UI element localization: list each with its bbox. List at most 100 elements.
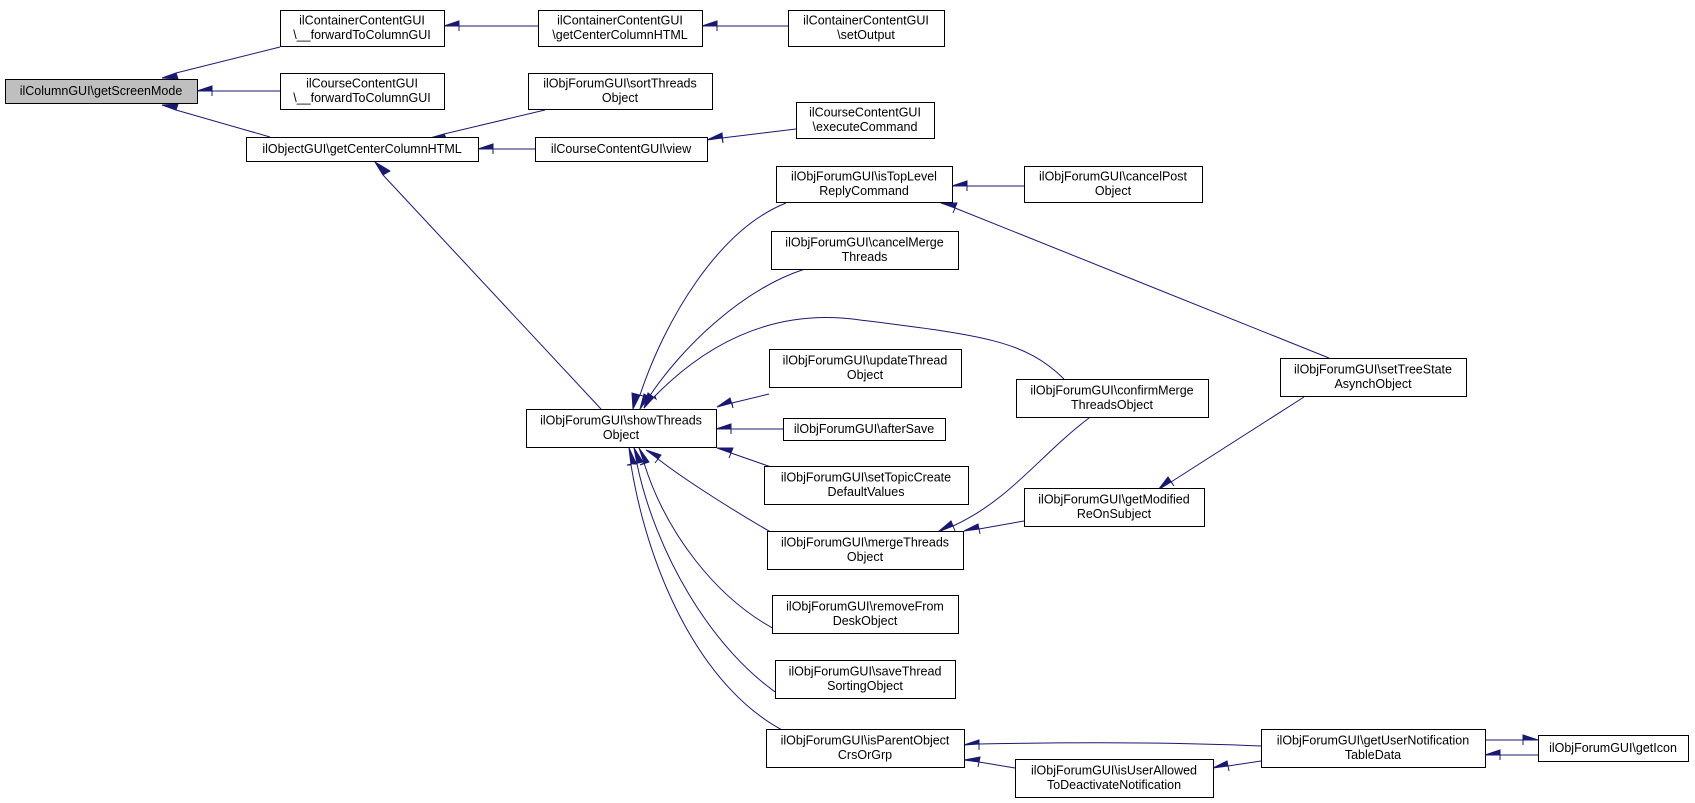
edge-arrowhead (161, 103, 179, 111)
node-box (1024, 488, 1205, 527)
edge-arrowhead (706, 132, 724, 144)
node-root[interactable]: ilColumnGUI\getScreenMode (5, 79, 198, 104)
node-label-line: ToDeactivateNotification (1047, 778, 1181, 792)
node-label-line: ilCourseContentGUI (306, 77, 418, 91)
edge-line (730, 452, 775, 469)
node-label-line: AsynchObject (1334, 377, 1412, 391)
node-box (1261, 729, 1486, 768)
node-label-line: ilObjForumGUI\setTopicCreate (781, 471, 951, 485)
edge-line (636, 463, 785, 699)
call-edge-cc_setout-to-cc_center (701, 20, 788, 31)
node-label-line: CrsOrGrp (838, 748, 892, 762)
node-obj-center[interactable]: ilObjectGUI\getCenterColumnHTML (246, 137, 479, 162)
node-cc-fwd[interactable]: ilContainerContentGUI\__forwardToColumnG… (280, 10, 445, 47)
edge-arrowhead (645, 449, 662, 464)
node-label-line: ilObjForumGUI\afterSave (794, 422, 934, 436)
node-box (1538, 735, 1689, 762)
edge-arrowhead (374, 161, 391, 176)
node-label-line: ilObjForumGUI\isUserAllowed (1031, 764, 1197, 778)
node-box (1016, 379, 1209, 418)
node-label-line: \setOutput (837, 28, 895, 42)
edge-arrowhead (1522, 734, 1539, 745)
node-label-line: ilObjForumGUI\updateThread (783, 354, 948, 368)
edge-line (657, 458, 784, 540)
node-label-line: ilObjForumGUI\mergeThreads (781, 536, 949, 550)
edge-arrowhead (1484, 749, 1501, 760)
call-edge-getusernotif-to-isparent (963, 739, 1262, 750)
node-box (280, 73, 445, 110)
call-edge-obj_center-to-root (161, 103, 271, 138)
edge-line (978, 761, 1016, 769)
node-getusernotif[interactable]: ilObjForumGUI\getUserNotificationTableDa… (1261, 729, 1486, 768)
edge-arrowhead (443, 20, 460, 31)
edge-line (978, 742, 1262, 747)
node-box (766, 729, 965, 768)
call-edge-getusernotif-to-getico (1485, 734, 1539, 745)
node-crs-fwd[interactable]: ilCourseContentGUI\__forwardToColumnGUI (280, 73, 445, 110)
node-label-line: ilObjForumGUI\isParentObject (781, 734, 950, 748)
node-label-line: ilCourseContentGUI\view (551, 142, 692, 156)
call-edge-isuserallowed-to-isparent (963, 756, 1016, 769)
call-edge-settree-to-getmodified (1157, 396, 1305, 491)
call-edges (161, 20, 1539, 772)
node-cc-setout[interactable]: ilContainerContentGUI\setOutput (788, 10, 945, 47)
call-edge-isparent-to-show (626, 447, 785, 732)
node-label-line: DefaultValues (828, 485, 905, 499)
node-cc-center[interactable]: ilContainerContentGUI\getCenterColumnHTM… (538, 10, 703, 47)
node-box (1024, 166, 1203, 203)
node-label-line: ThreadsObject (1071, 398, 1154, 412)
node-box (528, 73, 713, 110)
edge-line (630, 464, 785, 732)
node-box (280, 10, 445, 47)
call-edge-crs_fwd-to-root (196, 85, 280, 96)
edge-arrowhead (631, 392, 644, 411)
edge-arrowhead (1157, 476, 1175, 491)
edge-arrowhead (963, 756, 981, 768)
node-aftersave[interactable]: ilObjForumGUI\afterSave (783, 418, 946, 441)
node-exec[interactable]: ilCourseContentGUI\executeCommand (796, 102, 935, 139)
edge-line (978, 520, 1025, 530)
edge-arrowhead (951, 180, 968, 191)
edge-arrowhead (477, 143, 494, 154)
edge-line (639, 202, 787, 396)
node-label-line: Object (1095, 184, 1132, 198)
call-edge-sort-to-obj_center (429, 109, 546, 139)
node-label-line: ilContainerContentGUI (803, 14, 929, 28)
call-edge-confirmmerge-to-show (643, 317, 1065, 409)
node-label-line: DeskObject (833, 614, 898, 628)
edge-arrowhead (626, 447, 637, 466)
node-box (771, 231, 959, 270)
node-label-line: ilObjForumGUI\setTreeState (1294, 363, 1452, 377)
call-edge-show-to-obj_center (374, 161, 602, 410)
node-label-line: ilObjForumGUI\isTopLevel (791, 170, 937, 184)
node-settopic[interactable]: ilObjForumGUI\setTopicCreateDefaultValue… (764, 466, 969, 505)
node-box (788, 10, 945, 47)
edge-line (731, 393, 770, 404)
node-label-line: ilObjForumGUI\getIcon (1549, 741, 1677, 755)
node-label-line: \getCenterColumnHTML (552, 28, 688, 42)
node-label-line: Object (603, 428, 640, 442)
edge-line (175, 109, 271, 138)
edge-arrowhead (632, 447, 644, 465)
node-isuserallowed[interactable]: ilObjForumGUI\isUserAllowedToDeactivateN… (1015, 759, 1214, 798)
node-getico[interactable]: ilObjForumGUI\getIcon (1538, 735, 1689, 762)
edge-line (954, 207, 1330, 359)
node-label-line: ilObjForumGUI\confirmMerge (1030, 384, 1193, 398)
node-label-line: Object (847, 368, 884, 382)
call-edge-getusernotif-to-isuserallowed (1212, 760, 1262, 772)
node-view[interactable]: ilCourseContentGUI\view (535, 137, 708, 162)
edge-arrowhead (937, 520, 956, 533)
